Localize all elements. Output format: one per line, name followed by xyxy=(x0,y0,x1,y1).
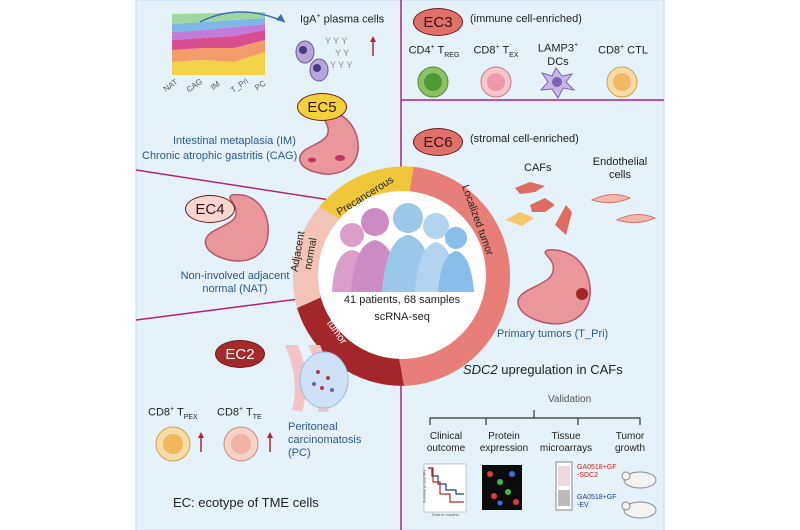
cd8tex-t: T xyxy=(499,44,510,57)
ec6-badge: EC6 xyxy=(413,128,463,156)
ec3-badge: EC3 xyxy=(413,8,463,36)
lamp3-main: LAMP3 xyxy=(537,42,574,55)
validation-bracket xyxy=(429,410,641,425)
km-xlabel: Time in months xyxy=(431,512,459,517)
ring-precancerous xyxy=(319,166,414,220)
cag-label: Chronic atrophic gastritis (CAG) xyxy=(142,150,298,162)
iga-label: IgA+ plasma cells xyxy=(300,13,384,27)
cd8tte-sub: TE xyxy=(252,413,262,421)
ec2-badge: EC2 xyxy=(215,340,265,368)
peritoneum-illustration xyxy=(285,345,349,412)
cd4-main: CD4 xyxy=(408,44,431,57)
val-tissue: Tissue microarrays xyxy=(539,431,593,454)
center-scrnaseq: scRNA-seq xyxy=(374,311,430,323)
svg-text:Y Y: Y Y xyxy=(335,48,349,58)
patient-silhouettes xyxy=(332,203,474,292)
ec3-description: (immune cell-enriched) xyxy=(470,13,582,25)
endothelial-cells xyxy=(590,194,657,224)
tissue-microarray xyxy=(555,461,573,511)
pc-label: Peritoneal carcinomatosis (PC) xyxy=(288,421,362,460)
ec5-badge: EC5 xyxy=(297,93,347,121)
gf-ev-label: GA0518+GF -EV xyxy=(577,494,617,510)
label-cd8-tte: CD8+ TTE xyxy=(217,406,262,422)
cd8ctl-main: CD8 xyxy=(598,44,621,57)
ring-adjacent xyxy=(292,206,342,308)
svg-text:Y Y Y: Y Y Y xyxy=(325,36,347,46)
sdc2-heading: SDC2 upregulation in CAFs xyxy=(463,362,623,378)
val-tumor: Tumor growth xyxy=(614,431,645,454)
cd8tte-t: T xyxy=(243,406,253,419)
cafs-label: CAFs xyxy=(524,162,552,174)
val-clinical: Clinical outcome xyxy=(426,431,466,454)
cd8pex-sub: PEX xyxy=(183,413,198,421)
cd8tte-main: CD8 xyxy=(217,406,240,419)
lamp3-sup: + xyxy=(573,42,579,49)
cd8pex-main: CD8 xyxy=(148,406,171,419)
iga-label-rest: plasma cells xyxy=(320,13,385,26)
cafs-cells xyxy=(505,182,572,235)
up-arrow-tte-head xyxy=(267,432,273,438)
protein-expression-image xyxy=(482,465,522,510)
mouse-ev xyxy=(621,501,657,519)
divider-left-upper xyxy=(135,169,331,201)
iga-label-sup: + xyxy=(316,13,321,20)
stacked-area-chart xyxy=(172,12,265,75)
primary-tumors-label: Primary tumors (T_Pri) xyxy=(497,328,609,340)
ec-legend: EC: ecotype of TME cells xyxy=(173,495,319,510)
val-protein: Protein expression xyxy=(479,431,529,454)
ec6-description: (stromal cell-enriched) xyxy=(470,133,579,145)
stomach-primary xyxy=(517,249,591,325)
plasma-cells: Y Y Y Y Y Y Y Y xyxy=(295,36,352,82)
up-arrow-tpex-head xyxy=(198,432,204,438)
cd8ctl-sup: + xyxy=(620,44,625,51)
nat-label: Non-involved adjacent normal (NAT) xyxy=(180,270,290,296)
endothelial-label: Endothelial cells xyxy=(592,156,648,182)
ring-localized xyxy=(398,166,511,386)
label-cd4-treg: CD4+ TREG xyxy=(408,44,460,60)
km-plot xyxy=(423,463,467,513)
svg-text:Y Y Y: Y Y Y xyxy=(330,60,352,70)
sdc2-gene: SDC2 xyxy=(463,362,498,377)
cd4-sub: REG xyxy=(444,51,460,59)
ec4-badge: EC4 xyxy=(185,195,235,223)
cell-cd8-ctl xyxy=(606,66,638,98)
cd4-sup: + xyxy=(430,44,435,51)
up-arrow-iga-head xyxy=(370,36,376,42)
ring-metastatic xyxy=(297,297,404,386)
cd8tex-sub: EX xyxy=(509,51,519,59)
label-cd8-ctl: CD8+ CTL xyxy=(594,44,652,58)
iga-label-main: IgA xyxy=(300,13,317,26)
cell-cd4-treg xyxy=(417,66,449,98)
lamp3-dcs: DCs xyxy=(547,55,569,68)
trend-arrow xyxy=(199,11,286,23)
label-lamp3-dcs: LAMP3+ DCs xyxy=(530,42,586,69)
cd8pex-sup: + xyxy=(170,406,175,413)
cd8tex-sup: + xyxy=(495,44,500,51)
stomach-ec5 xyxy=(299,111,359,175)
cd8pex-t: T xyxy=(174,406,184,419)
stomach-ec4 xyxy=(204,194,269,262)
cd4-t: T xyxy=(434,44,445,57)
cd8ctl-rest: CTL xyxy=(624,44,648,57)
validation-label: Validation xyxy=(548,394,592,405)
sdc2-rest: upregulation in CAFs xyxy=(497,362,623,377)
trend-arrowhead xyxy=(276,14,285,22)
gf-sdc2-label: GA0518+GF -SDC2 xyxy=(577,464,617,480)
label-cd8-tex: CD8+ TEX xyxy=(470,44,522,60)
cell-cd8-tpex xyxy=(155,426,191,462)
mouse-sdc2 xyxy=(621,471,657,489)
cell-lamp3-dc xyxy=(539,67,576,99)
cell-cd8-tte xyxy=(223,426,259,462)
cd8tte-sup: + xyxy=(239,406,244,413)
im-label: Intestinal metaplasia (IM) xyxy=(173,135,296,147)
cd8tex-main: CD8 xyxy=(473,44,496,57)
label-cd8-tpex: CD8+ TPEX xyxy=(148,406,198,422)
km-ylabel: Survival probability xyxy=(421,469,427,504)
cell-cd8-tex xyxy=(480,66,512,98)
center-patients: 41 patients, 68 samples xyxy=(343,294,461,306)
